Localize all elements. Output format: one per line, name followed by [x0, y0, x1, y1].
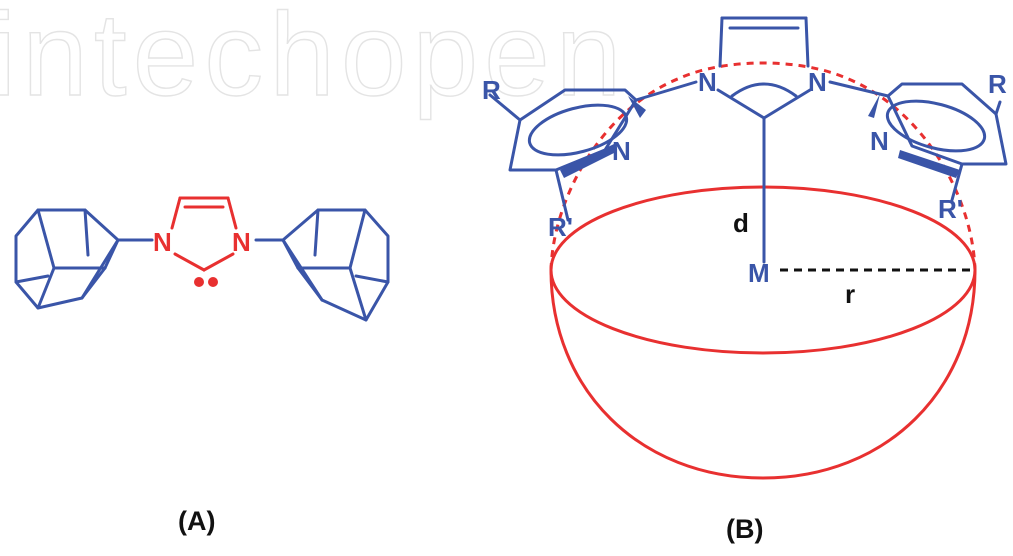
atom-n2-label: N	[232, 227, 251, 257]
atom-n1-label: N	[153, 227, 172, 257]
atom-n-pyridine-right: N	[870, 126, 889, 156]
hemisphere-bowl	[549, 269, 977, 480]
radius-label: r	[845, 279, 855, 309]
watermark-text: intechopen	[0, 0, 627, 121]
right-pyridine-aromatic-ring	[885, 99, 987, 153]
left-adamantyl-cage	[14, 208, 120, 310]
right-adamantyl-cage	[281, 208, 390, 322]
atom-n-pyridine-left: N	[612, 136, 631, 166]
imidazole-delocalized-arc	[730, 82, 798, 98]
substituent-rprime-right: R'	[938, 194, 963, 224]
pincer-ligand	[488, 16, 1008, 264]
atom-n-imidazole-left: N	[698, 67, 717, 97]
metal-center-label: M	[748, 258, 770, 288]
panel-b-diagram: N N N N R R R' R' M d r	[482, 16, 1008, 480]
imidazolylidene-ring	[170, 196, 238, 272]
panel-b-caption: (B)	[726, 514, 763, 544]
wedge-bonds	[560, 94, 960, 178]
substituent-r-left: R	[482, 75, 501, 105]
distance-label: d	[733, 208, 749, 238]
atom-n-imidazole-right: N	[808, 67, 827, 97]
substituent-r-right: R	[988, 69, 1007, 99]
carbene-lone-pair	[194, 277, 218, 287]
left-pyridine-aromatic-ring	[527, 103, 629, 157]
panel-a-caption: (A)	[178, 506, 215, 536]
panel-a-molecule: N N	[14, 196, 390, 322]
substituent-rprime-left: R'	[548, 212, 573, 242]
